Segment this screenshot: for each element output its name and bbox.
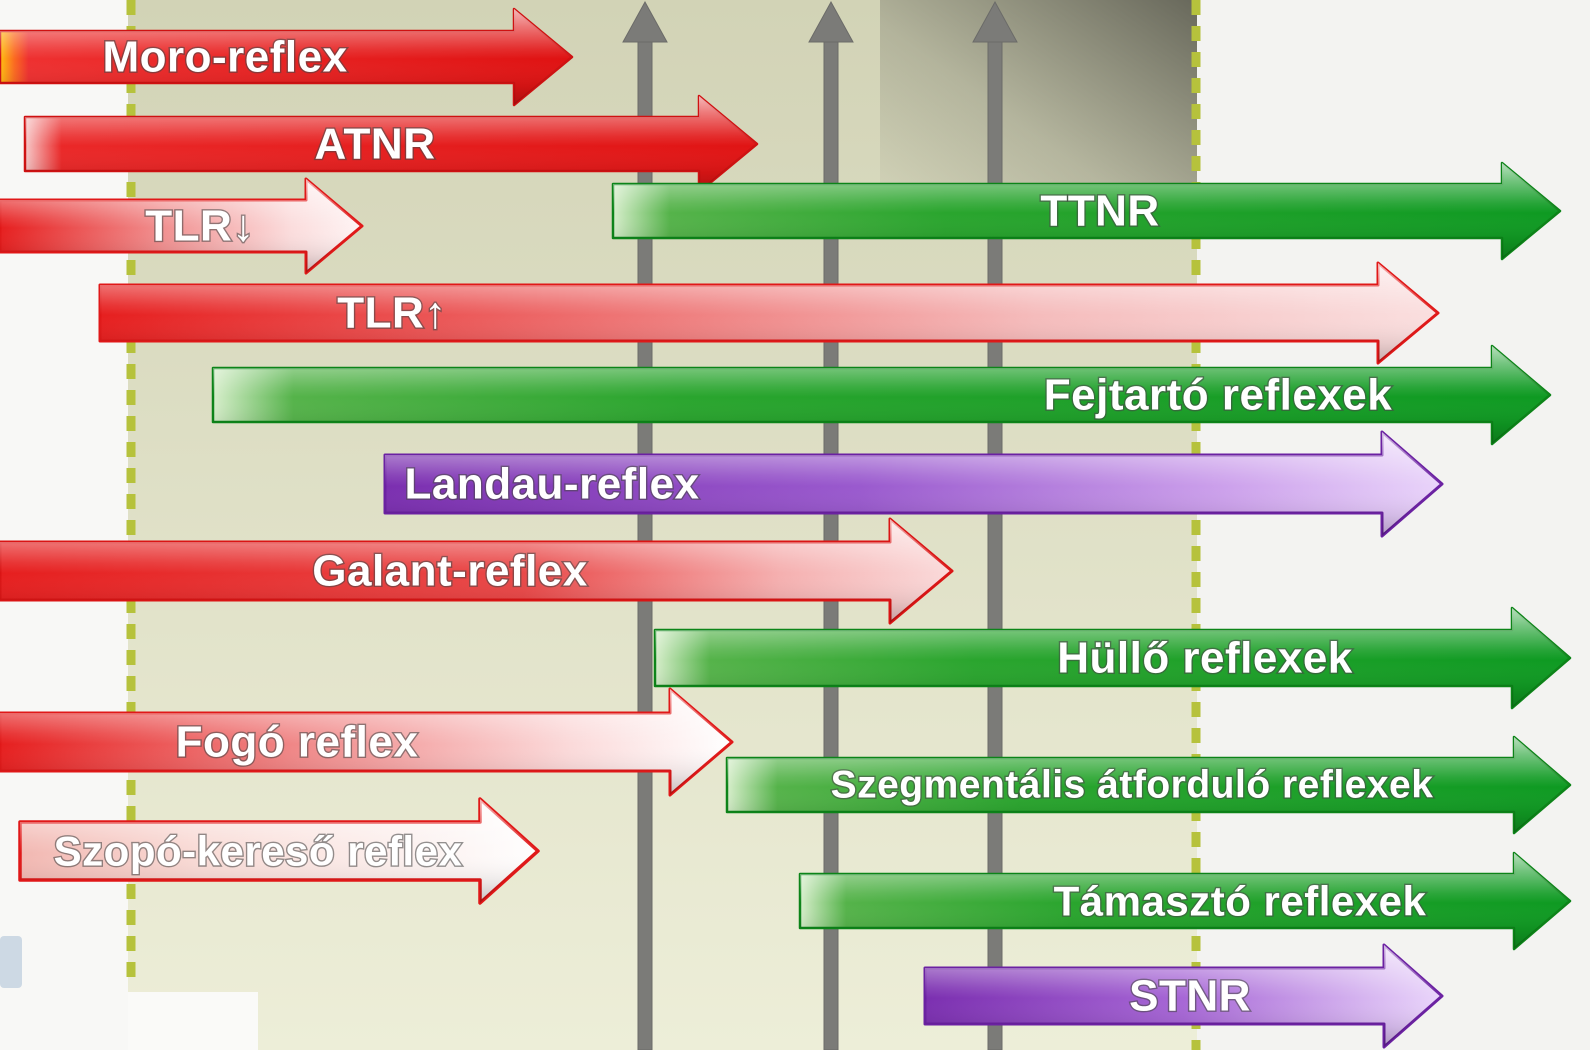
arrow-label-fejtarto: Fejtartó reflexek [1044,371,1392,420]
arrow-fejtarto-reflexek: Fejtartó reflexek [211,344,1552,446]
arrow-fogo-reflex: Fogó reflex [0,687,734,797]
arrow-label-szopo: Szopó-kereső reflex [54,828,463,875]
bottom-left-notch [128,992,258,1050]
arrow-label-atnr: ATNR [315,120,436,169]
arrow-hullo-reflexek: Hüllő reflexek [653,606,1572,710]
arrow-tamaszto-reflexek: Támasztó reflexek [798,851,1572,951]
arrow-tlr-down: TLR↓ [0,177,364,275]
arrow-szegmentalis-atfordulo-reflexek: Szegmentális átforduló reflexek [725,735,1572,835]
arrow-label-landau: Landau-reflex [404,460,699,509]
arrow-label-stnr: STNR [1129,972,1251,1021]
arrow-galant-reflex: Galant-reflex [0,517,954,625]
blue-corner-chip [0,936,22,988]
arrow-label-fogo: Fogó reflex [176,718,419,767]
arrow-landau-reflex: Landau-reflex [383,430,1444,538]
arrow-label-szegmentalis: Szegmentális átforduló reflexek [831,764,1434,807]
arrow-tlr-up: TLR↑ [98,261,1440,365]
arrow-label-galant: Galant-reflex [312,547,588,596]
arrow-label-hullo: Hüllő reflexek [1057,634,1353,683]
arrow-stnr: STNR [923,943,1444,1049]
arrow-label-tamaszto: Támasztó reflexek [1054,878,1427,925]
arrow-ttnr: TTNR [611,161,1562,261]
arrow-label-tlr-up: TLR↑ [337,289,447,338]
arrow-label-tlr-down: TLR↓ [145,202,255,251]
arrow-label-moro: Moro-reflex [102,33,347,82]
arrow-atnr: ATNR [23,94,759,194]
arrow-szopo-kereso-reflex: Szopó-kereső reflex [18,797,540,905]
arrow-label-ttnr: TTNR [1040,187,1159,236]
arrow-moro-reflex: Moro-reflex [0,7,574,107]
